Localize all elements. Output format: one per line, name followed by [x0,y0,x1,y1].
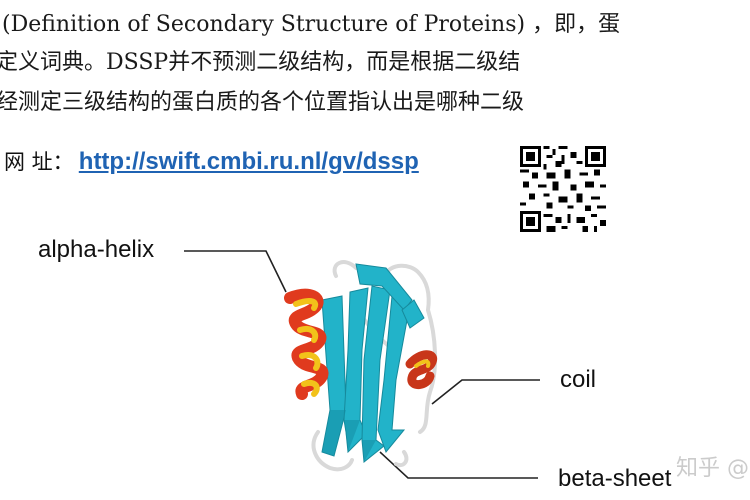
dssp-url-link[interactable]: http://swift.cmbi.ru.nl/gv/dssp [78,148,419,175]
alpha-helix-small [405,350,438,389]
beta-sheet-shading [322,410,376,462]
paragraph-line-2: 定义词典。DSSP并不预测二级结构，而是根据二级结 [0,50,521,75]
url-row: 网 址： http://swift.cmbi.ru.nl/gv/dssp [4,146,419,176]
url-label: 网 址： [4,150,74,174]
zhihu-watermark: 知乎 @ [676,456,749,481]
alpha-pointer-line [184,250,287,293]
alpha-helix-main [284,288,329,400]
label-pointer-lines [184,250,540,479]
paragraph-line-3: 经测定三级结构的蛋白质的各个位置指认出是哪种二级 [0,90,525,115]
paragraph-line-1: (Definition of Secondary Structure of Pr… [2,12,621,37]
coil-pointer-line [431,379,540,405]
alpha-helix-label: alpha-helix [38,236,155,263]
coil-label: coil [560,366,597,393]
beta-pointer-line [379,451,538,479]
beta-sheet-strands [321,263,425,463]
qr-code-icon [520,146,606,232]
coil-loops [311,260,438,472]
beta-sheet-label: beta-sheet [558,465,672,492]
